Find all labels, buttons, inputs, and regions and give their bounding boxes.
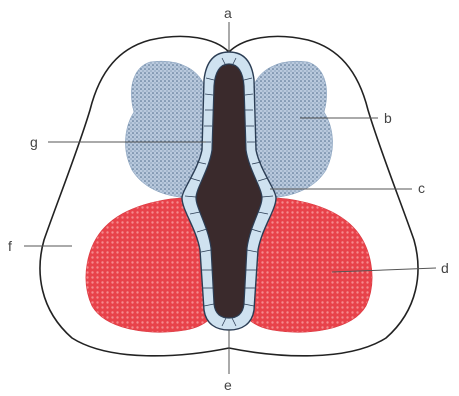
label-d: d	[441, 260, 449, 276]
label-a: a	[224, 5, 232, 21]
label-f: f	[8, 238, 12, 254]
label-b: b	[384, 110, 392, 126]
label-g: g	[30, 134, 38, 150]
label-e: e	[224, 377, 232, 393]
label-c: c	[418, 180, 425, 196]
